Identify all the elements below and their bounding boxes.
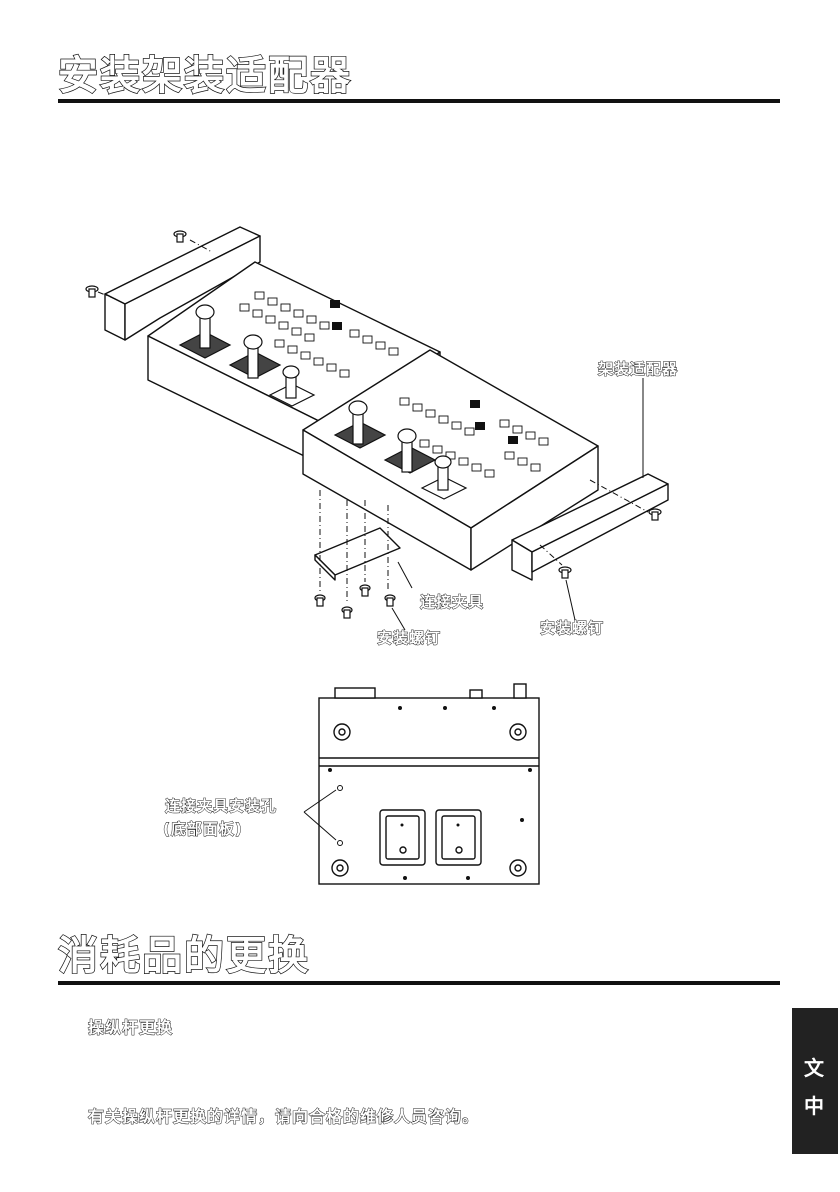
label-connecting-bracket: 连接夹具 <box>420 591 484 612</box>
language-tab-char-2: 中 <box>804 1090 824 1119</box>
language-tab-char-1: 文 <box>804 1052 824 1081</box>
section-title-consumables: 消耗品的更换 <box>58 936 310 976</box>
rack-mount-illustration <box>0 0 840 690</box>
subheading-joystick-replacement: 操纵杆更换 <box>88 1014 173 1038</box>
language-tab: 文 中 <box>792 1008 838 1154</box>
section2-rule <box>58 981 780 985</box>
label-mounting-screws-right: 安装螺钉 <box>540 617 604 638</box>
label-mounting-screws-left: 安装螺钉 <box>377 627 441 648</box>
label-rack-adapter: 架装适配器 <box>598 358 678 379</box>
label-bracket-mounting-holes: 连接夹具安装孔 <box>165 795 277 816</box>
joystick-replacement-note: 有关操纵杆更换的详情，请向合格的维修人员咨询。 <box>88 1103 479 1127</box>
label-bottom-panel: (底部面板) <box>163 818 243 839</box>
bottom-panel-illustration <box>0 670 840 910</box>
